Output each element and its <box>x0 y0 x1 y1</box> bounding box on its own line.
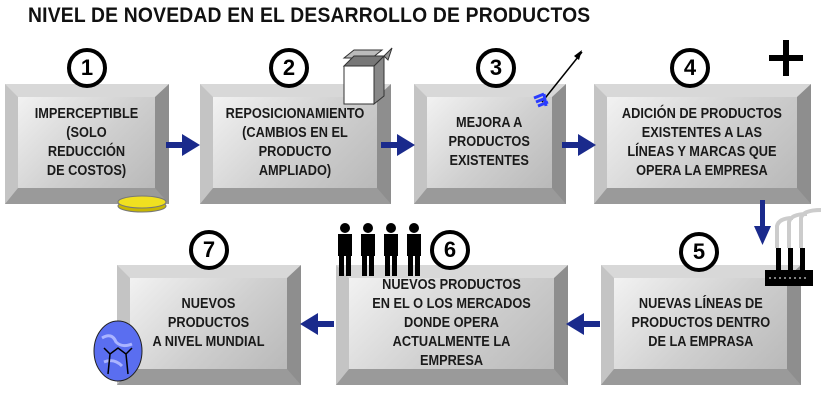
box-icon <box>342 47 393 106</box>
step-5-text: NUEVAS LÍNEAS DE PRODUCTOS DENTRO DE LA … <box>631 296 770 350</box>
arrow-left-2 <box>300 313 334 335</box>
step-4-number: 4 <box>670 48 710 88</box>
diagram-title: NIVEL DE NOVEDAD EN EL DESARROLLO DE PRO… <box>28 4 591 27</box>
globe-icon <box>93 320 143 382</box>
step-3-number: 3 <box>476 48 516 88</box>
step-5-number: 5 <box>679 232 719 272</box>
people-icon <box>338 223 421 276</box>
step-7-box: NUEVOS PRODUCTOS A NIVEL MUNDIAL <box>117 265 301 385</box>
arrow-left-1 <box>566 313 600 335</box>
arrow-right-1 <box>166 134 200 156</box>
arrow-up-icon <box>533 50 583 108</box>
arrow-right-3 <box>562 134 596 156</box>
step-4-box: ADICIÓN DE PRODUCTOS EXISTENTES A LAS LÍ… <box>594 84 811 204</box>
step-1-box: IMPERCEPTIBLE (SOLO REDUCCIÓN DE COSTOS) <box>5 84 169 204</box>
arrow-down <box>754 200 771 245</box>
step-2-number: 2 <box>269 48 309 88</box>
step-6-text: NUEVOS PRODUCTOS EN EL O LOS MERCADOS DO… <box>372 277 531 369</box>
step-4-text: ADICIÓN DE PRODUCTOS EXISTENTES A LAS LÍ… <box>622 105 782 179</box>
step-7-number: 7 <box>189 230 229 270</box>
step-6-number: 6 <box>430 230 470 270</box>
arrow-right-2 <box>381 134 415 156</box>
factory-icon <box>765 208 822 286</box>
step-7-text: NUEVOS PRODUCTOS A NIVEL MUNDIAL <box>152 296 265 350</box>
step-1-number: 1 <box>67 48 107 88</box>
step-1-text: IMPERCEPTIBLE (SOLO REDUCCIÓN DE COSTOS) <box>34 105 139 179</box>
coin-icon <box>117 195 167 213</box>
step-3-text: MEJORA A PRODUCTOS EXISTENTES <box>448 115 531 169</box>
step-6-box: NUEVOS PRODUCTOS EN EL O LOS MERCADOS DO… <box>336 265 568 385</box>
plus-icon <box>769 40 803 76</box>
step-2-text: REPOSICIONAMIENTO (CAMBIOS EN EL PRODUCT… <box>225 105 365 179</box>
